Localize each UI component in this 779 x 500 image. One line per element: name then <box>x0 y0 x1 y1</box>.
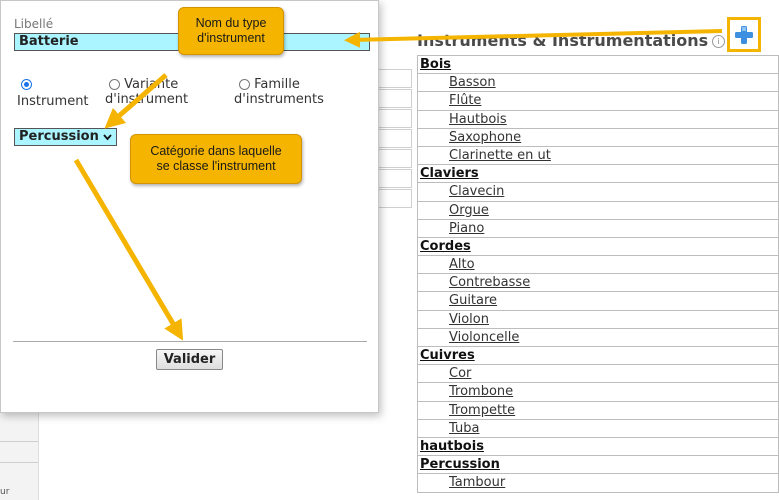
background-divider <box>0 441 38 442</box>
callout-category-line1: Catégorie dans laquelle <box>150 144 282 158</box>
tree-item[interactable]: Cor <box>417 365 779 384</box>
add-instrument-button[interactable] <box>727 17 761 52</box>
tree-category[interactable]: Percussion <box>417 456 779 475</box>
callout-category: Catégorie dans laquelle se classe l'inst… <box>130 134 302 184</box>
radio-famille-label-1: Famille <box>254 77 300 92</box>
callout-category-line2: se classe l'instrument <box>156 159 276 173</box>
tree-category[interactable]: Bois <box>417 55 779 75</box>
radio-instrument-label: Instrument <box>17 94 89 109</box>
tree-item[interactable]: Trompette <box>417 401 779 420</box>
dialog-separator <box>13 341 367 342</box>
tree-item[interactable]: Tuba <box>417 419 779 438</box>
radio-famille[interactable]: Famille d'instruments <box>234 77 324 107</box>
chevron-down-icon <box>103 133 112 140</box>
tree-item[interactable]: Violon <box>417 310 779 329</box>
info-icon[interactable]: i <box>712 35 725 48</box>
tree-item[interactable]: Alto <box>417 256 779 275</box>
tree-category[interactable]: hautbois <box>417 437 779 457</box>
radio-variante-label-1: Variante <box>124 77 179 92</box>
tree-item[interactable]: Basson <box>417 74 779 93</box>
category-select-value: Percussion <box>19 129 99 144</box>
callout-name-line2: d'instrument <box>197 31 265 45</box>
radio-variante[interactable]: Variante d'instrument <box>105 77 188 107</box>
radio-button[interactable] <box>109 79 120 90</box>
background-table <box>378 69 412 209</box>
valider-button[interactable]: Valider <box>156 349 223 370</box>
tree-item[interactable]: Clavecin <box>417 183 779 202</box>
radio-instrument[interactable]: Instrument <box>17 77 89 109</box>
tree-item[interactable]: Violoncelle <box>417 328 779 347</box>
tree-item[interactable]: Saxophone <box>417 128 779 147</box>
tree-item[interactable]: Tambour <box>417 474 779 493</box>
callout-name-line1: Nom du type <box>195 16 267 30</box>
tree-category[interactable]: Cordes <box>417 237 779 257</box>
plus-icon <box>735 25 753 44</box>
radio-button[interactable] <box>239 79 250 90</box>
tree-item[interactable]: Piano <box>417 219 779 238</box>
tree-item[interactable]: Clarinette en ut <box>417 146 779 166</box>
tree-item[interactable]: Flûte <box>417 92 779 111</box>
tree-item[interactable]: Orgue <box>417 201 779 220</box>
radio-famille-label-2: d'instruments <box>234 92 324 107</box>
callout-name: Nom du type d'instrument <box>178 7 284 55</box>
radio-button-selected[interactable] <box>21 79 32 90</box>
tree-category[interactable]: Claviers <box>417 165 779 184</box>
background-divider <box>0 462 38 463</box>
libelle-label: Libellé <box>14 17 54 31</box>
tree-item[interactable]: Guitare <box>417 292 779 311</box>
tree-category[interactable]: Cuivres <box>417 347 779 366</box>
tree-item[interactable]: Trombone <box>417 383 779 402</box>
category-select[interactable]: Percussion <box>14 128 117 146</box>
radio-variante-label-2: d'instrument <box>105 92 189 107</box>
page-title: Instruments & Instrumentations <box>417 31 709 50</box>
tree-item[interactable]: Contrebasse <box>417 274 779 293</box>
background-cut-text: ur <box>0 487 10 497</box>
add-instrument-dialog: Libellé Batterie Instrument Variante d'i… <box>0 0 379 413</box>
tree-item[interactable]: Hautbois <box>417 110 779 129</box>
